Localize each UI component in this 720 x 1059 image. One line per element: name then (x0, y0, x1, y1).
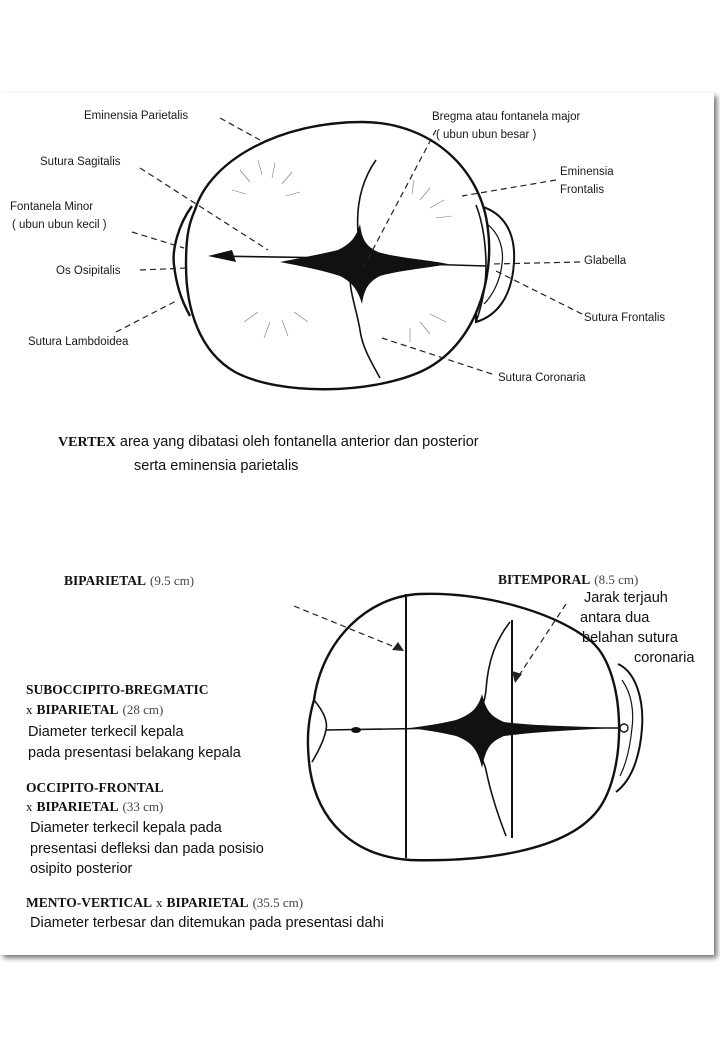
suboccipito-value: (28 cm) (123, 702, 164, 717)
bregma-fontanelle (280, 224, 448, 304)
label-os-osipitalis: Os Osipitalis (56, 265, 121, 277)
suboccipito-title: SUBOCCIPITO-BREGMATIC (26, 682, 209, 697)
suboccipito-sub: BIPARIETAL (37, 702, 119, 717)
label-eminensia-frontalis-sub: Frontalis (560, 184, 604, 196)
suboccipito-line2: x BIPARIETAL (28 cm) (26, 702, 163, 717)
bone-texture (231, 159, 453, 342)
biparietal-arrowhead (392, 642, 404, 651)
occipito-desc-1: Diameter terkecil kepala pada (30, 820, 223, 836)
occipito-value: (33 cm) (123, 799, 164, 814)
bottom-glabella-point (619, 723, 629, 733)
mento-sub: BIPARIETAL (167, 895, 249, 910)
label-bitemporal: BITEMPORAL (8.5 cm) (498, 572, 638, 587)
occipital-notch (172, 205, 193, 317)
bottom-nose-inner (619, 679, 634, 777)
vertex-caption-rest: area yang dibatasi oleh fontanella anter… (116, 434, 479, 450)
bitemporal-note-1: Jarak terjauh (584, 590, 668, 606)
bitemporal-name: BITEMPORAL (498, 572, 590, 587)
label-fontanela-minor: Fontanela Minor (10, 201, 93, 213)
glabella-inner (483, 221, 504, 305)
label-biparietal: BIPARIETAL (9.5 cm) (64, 573, 194, 588)
bitemporal-note-3: belahan sutura (582, 630, 679, 646)
label-sutura-lambdoidea: Sutura Lambdoidea (28, 336, 129, 348)
label-eminensia-parietalis: Eminensia Parietalis (84, 110, 188, 122)
bottom-leader-lines (293, 603, 567, 681)
suboccipito-desc-2: pada presentasi belakang kepala (28, 745, 242, 761)
vertex-caption-line2: serta eminensia parietalis (134, 458, 298, 474)
occipito-line2: x BIPARIETAL (33 cm) (26, 799, 163, 814)
frontal-border (475, 204, 487, 323)
bitemporal-value: (8.5 cm) (594, 572, 638, 587)
mento-desc: Diameter terbesar dan ditemukan pada pre… (30, 915, 384, 931)
occipito-desc-2: presentasi defleksi dan pada posisio (30, 841, 264, 857)
label-sutura-frontalis: Sutura Frontalis (584, 312, 665, 324)
occipito-title: OCCIPITO-FRONTAL (26, 780, 164, 795)
lambda-wedge (208, 250, 236, 262)
occipito-sub: BIPARIETAL (37, 799, 119, 814)
label-sutura-coronaria: Sutura Coronaria (498, 372, 586, 384)
vertex-caption-lead: VERTEX (58, 435, 116, 450)
mento-title: MENTO-VERTICAL (26, 895, 152, 910)
label-bregma: Bregma atau fontanela major (432, 111, 580, 123)
mento-line1: MENTO-VERTICAL x BIPARIETAL (35.5 cm) (26, 895, 303, 910)
biparietal-name: BIPARIETAL (64, 573, 146, 588)
label-fontanela-minor-sub: ( ubun ubun kecil ) (12, 219, 107, 231)
bottom-skull-drawing (306, 592, 644, 862)
suboccipito-desc-1: Diameter terkecil kepala (28, 724, 184, 740)
bottom-nose-bump (615, 663, 644, 793)
label-glabella: Glabella (584, 255, 627, 267)
label-bregma-sub: ( ubun ubun besar ) (436, 129, 537, 141)
label-sutura-sagitalis: Sutura Sagitalis (40, 156, 121, 168)
bitemporal-note-4: coronaria (634, 650, 695, 666)
mento-value: (35.5 cm) (253, 895, 304, 910)
occipito-desc-3: osipito posterior (30, 861, 133, 877)
biparietal-value: (9.5 cm) (150, 573, 194, 588)
suboccipito-x: x (26, 702, 33, 717)
bottom-lambda-dot (351, 727, 361, 733)
vertex-caption-line1: VERTEX area yang dibatasi oleh fontanell… (58, 434, 479, 450)
top-leader-lines (115, 117, 583, 375)
mento-x: x (156, 895, 163, 910)
top-skull-drawing (172, 120, 516, 391)
bitemporal-arrowhead (512, 671, 522, 683)
label-eminensia-frontalis: Eminensia (560, 166, 614, 178)
occipito-x: x (26, 799, 33, 814)
bitemporal-note-2: antara dua (580, 610, 650, 626)
